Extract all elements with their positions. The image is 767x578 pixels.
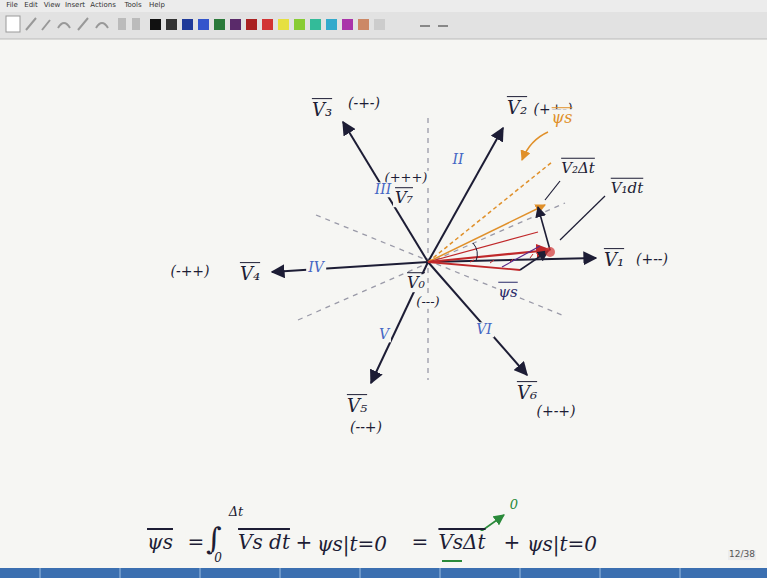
- vector-name: V₁: [602, 250, 626, 270]
- color-palette: [150, 19, 385, 30]
- vector-name: V₅: [345, 396, 369, 416]
- figure-part: [358, 19, 369, 30]
- flux-construction: [428, 132, 605, 270]
- figure-part: [166, 19, 177, 30]
- switch-state: (--+): [348, 420, 384, 435]
- figure-part: [0, 12, 767, 39]
- integral-sign: ∫: [204, 522, 224, 555]
- equation-term: ψs|t=0: [525, 533, 599, 555]
- switch-state: (-++): [168, 264, 211, 279]
- switch-state: (+-+): [534, 404, 577, 419]
- figure-part: [246, 19, 257, 30]
- equation-sign: =: [410, 531, 431, 553]
- figure-part: [6, 16, 20, 32]
- figure-part: [428, 128, 503, 262]
- switch-state: (---): [414, 295, 441, 309]
- vector-name: V₃: [310, 100, 334, 120]
- figure-part: [442, 560, 462, 562]
- vector-name: V₇: [393, 189, 415, 207]
- figure-part: [262, 19, 273, 30]
- sector-number: V: [377, 327, 391, 342]
- vector-name: V₀: [405, 274, 427, 292]
- flux-name: ψs: [496, 284, 519, 301]
- equation-term: VsΔt: [436, 531, 487, 553]
- figure-part: [428, 162, 552, 262]
- vector-step: V₁dt: [609, 180, 645, 197]
- figure-part: [26, 18, 108, 30]
- sector-number: VI: [474, 322, 494, 337]
- figure-part: [428, 250, 550, 262]
- figure-part: [0, 568, 767, 578]
- page-number: 12/38: [728, 550, 756, 560]
- figure-part: [374, 19, 385, 30]
- figure-part: [520, 251, 548, 270]
- menu-item: Help: [148, 2, 166, 10]
- figure-part: [150, 19, 161, 30]
- figure-part: [538, 207, 550, 250]
- figure-part: [343, 122, 428, 262]
- figure-part: [427, 118, 428, 380]
- figure-part: [545, 247, 555, 257]
- vector-name: V₆: [515, 383, 539, 403]
- figure-part: [502, 246, 540, 267]
- figure-part: [371, 262, 428, 383]
- cancel-note: 0: [508, 498, 520, 512]
- equation-term: Vs dt: [236, 531, 292, 553]
- integral-limit: Δt: [227, 505, 246, 519]
- toolbar: [0, 0, 767, 39]
- switch-state: (+--): [634, 252, 670, 267]
- figure-part: [182, 19, 193, 30]
- figure-part: [420, 25, 448, 27]
- flux-name: ψs: [550, 109, 575, 127]
- figure-part: [473, 243, 477, 261]
- figure-part: [298, 203, 565, 320]
- menu-item: Tools: [123, 2, 142, 10]
- figure-part: [278, 19, 289, 30]
- figure-part: [214, 19, 225, 30]
- menu-item: View: [43, 2, 62, 10]
- figure-part: [428, 262, 527, 375]
- equation-sign: +: [502, 531, 523, 553]
- sector-number: II: [450, 152, 465, 167]
- figure-part: [294, 19, 305, 30]
- menu-item: Actions: [89, 2, 117, 10]
- figure-part: [0, 39, 767, 40]
- sector-number: III: [373, 182, 394, 197]
- vector-step: V₂Δt: [559, 160, 597, 177]
- figure-part: [0, 0, 767, 12]
- menu-item: File: [5, 2, 19, 10]
- integral-limit: 0: [212, 552, 224, 565]
- bottom-bar: [0, 568, 767, 578]
- figure-part: [545, 181, 560, 200]
- menu-item: Edit: [23, 2, 39, 10]
- menu-item: Insert: [64, 2, 86, 10]
- figure-part: [480, 515, 504, 532]
- figure-part: [310, 19, 321, 30]
- figure-part: [522, 132, 548, 160]
- figure-part: [342, 19, 353, 30]
- switch-state: (-+-): [346, 96, 382, 111]
- sector-number: IV: [306, 260, 326, 275]
- equation-sign: +: [294, 531, 315, 553]
- figure-part: [230, 19, 241, 30]
- sector-boundaries: [298, 118, 565, 380]
- figure-part: [326, 19, 337, 30]
- figure-part: [428, 262, 520, 270]
- figure-part: [428, 232, 538, 262]
- figure-part: [132, 18, 140, 30]
- equation-term: ψs: [145, 531, 175, 553]
- vector-name: V₂: [505, 98, 529, 118]
- figure-part: [198, 19, 209, 30]
- equation-term: ψs|t=0: [315, 533, 389, 555]
- figure-part: [316, 215, 562, 315]
- figure-part: [40, 568, 680, 578]
- vector-name: V₄: [238, 264, 262, 284]
- voltage-vectors: [272, 122, 596, 383]
- figure-part: [272, 262, 428, 272]
- figure-part: [560, 196, 605, 240]
- figure-part: [118, 18, 126, 30]
